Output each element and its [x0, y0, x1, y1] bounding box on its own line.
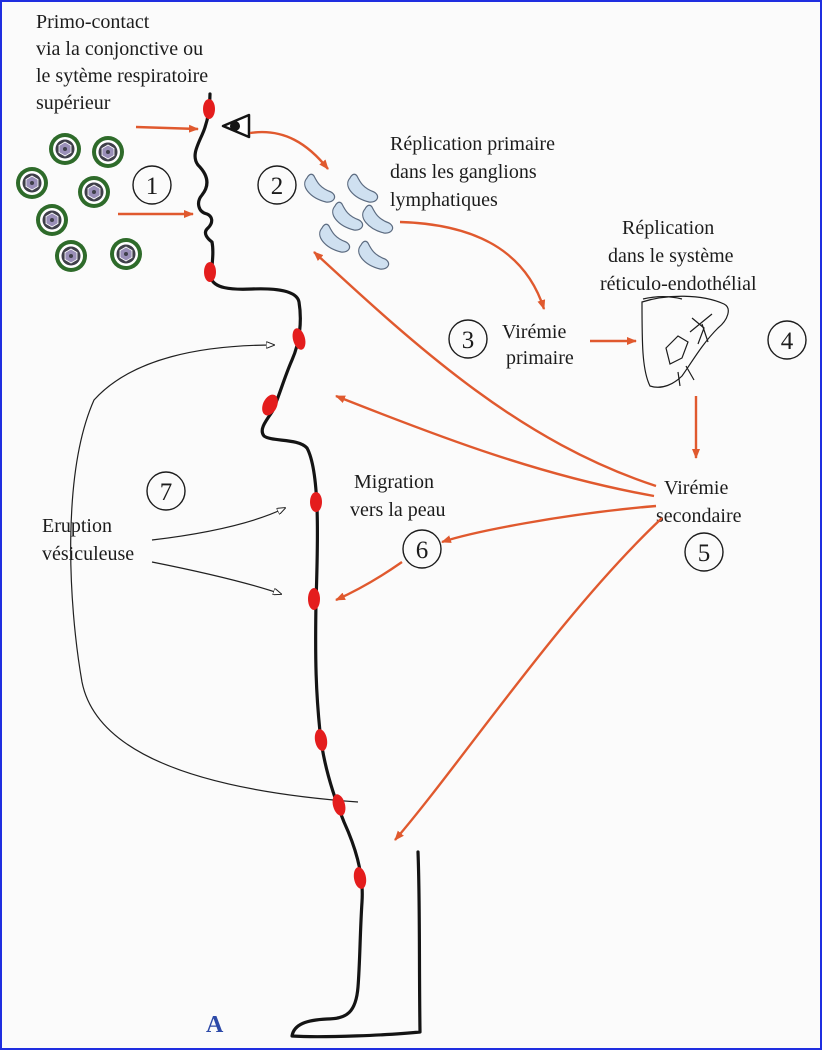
skin-lesions	[203, 99, 367, 889]
virus-particle-icon	[77, 175, 111, 209]
eruption-label: Eruption vésiculeuse	[42, 515, 134, 565]
migration-label: Migration vers la peau	[350, 471, 446, 521]
svg-text:7: 7	[160, 479, 173, 506]
virus-particle-icon	[48, 132, 82, 166]
lymph-node-icon	[304, 173, 336, 203]
virus-particle-icon	[54, 239, 88, 273]
body-silhouette	[193, 92, 422, 1039]
replication-primaire-label: Réplication primaire dans les ganglions …	[390, 133, 560, 211]
arrow-nodes-to-viremia	[399, 220, 546, 310]
virus-particle-icon	[15, 166, 49, 200]
arrow-eruption-to-abdomen	[151, 561, 281, 594]
virus-particle-icon	[35, 203, 69, 237]
arrow-eye-to-nodes	[249, 130, 329, 170]
liver-icon	[641, 295, 729, 388]
arrow-secondary-to-step6	[441, 504, 657, 544]
skin-lesion-icon	[314, 729, 328, 751]
lymph-node-icon	[347, 173, 379, 203]
step-5-marker: 5	[684, 532, 724, 572]
skin-lesion-icon	[310, 492, 322, 512]
step-6-marker: 6	[402, 529, 442, 569]
step-1-marker: 1	[132, 165, 172, 205]
skin-lesion-icon	[204, 262, 216, 282]
svg-text:6: 6	[416, 537, 429, 564]
svg-text:3: 3	[462, 327, 475, 354]
eruption-arrows	[70, 345, 359, 803]
arrow-secondary-to-chest	[335, 394, 655, 498]
viremie-secondaire-label: Virémie secondaire	[656, 477, 742, 527]
step-7-marker: 7	[146, 471, 186, 511]
lymph-node-icon	[358, 240, 390, 270]
step-3-marker: 3	[448, 319, 488, 359]
skin-lesion-icon	[308, 588, 320, 610]
arrow-eruption-to-trunk	[151, 508, 285, 541]
svg-text:4: 4	[781, 328, 794, 355]
replication-sre-label: Réplication dans le système réticulo-end…	[600, 217, 757, 295]
skin-lesion-icon	[262, 394, 278, 416]
eye-icon	[221, 113, 251, 139]
arrow-eruption-loop	[70, 345, 359, 803]
arrow-entry-upper	[135, 124, 199, 133]
virus-particle-icon	[91, 135, 125, 169]
viremie-primaire-label: Virémie primaire	[502, 321, 574, 369]
arrow-secondary-to-leg	[394, 517, 663, 841]
lymph-node-icon	[362, 204, 394, 234]
virus-particles	[15, 132, 143, 273]
viral-spread-arrows	[118, 124, 700, 841]
svg-text:2: 2	[271, 173, 284, 200]
figure-letter: A	[206, 1012, 224, 1038]
skin-lesion-icon	[292, 328, 306, 350]
arrow-secondary-to-head	[313, 251, 657, 488]
primo-contact-label: Primo-contact via la conjonctive ou le s…	[36, 11, 213, 114]
skin-lesion-icon	[332, 794, 346, 816]
virus-particle-icon	[109, 237, 143, 271]
svg-text:5: 5	[698, 540, 711, 567]
skin-lesion-icon	[353, 867, 367, 889]
lymph-node-icon	[332, 201, 364, 231]
step-2-marker: 2	[257, 165, 297, 205]
svg-text:1: 1	[146, 173, 159, 200]
skin-lesion-icon	[203, 99, 215, 119]
step-4-marker: 4	[767, 320, 807, 360]
lymph-node-icon	[319, 223, 351, 253]
arrow-migration-to-skin	[335, 561, 403, 602]
